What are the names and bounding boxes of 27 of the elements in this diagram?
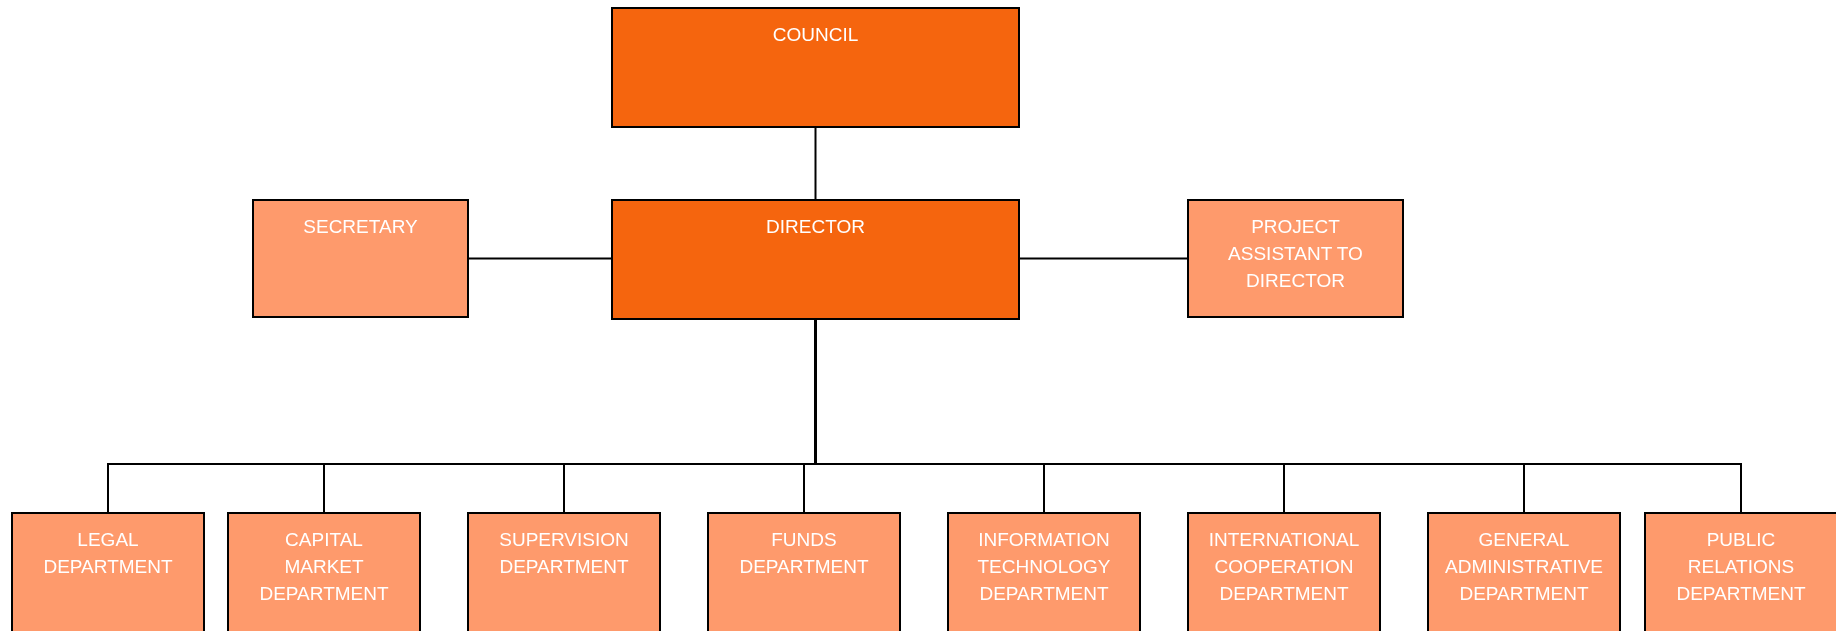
- department-box: [1644, 512, 1836, 631]
- box-label: CAPITAL MARKET DEPARTMENT: [258, 528, 390, 606]
- box-label: INFORMATION TECHNOLOGY DEPARTMENT: [976, 528, 1112, 606]
- box-label: INTERNATIONAL COOPERATION DEPARTMENT: [1207, 528, 1361, 606]
- connector-line: [1019, 257, 1188, 260]
- department-box: [11, 512, 205, 631]
- department-box: [1187, 512, 1381, 631]
- box-label: SUPERVISION DEPARTMENT: [498, 528, 630, 579]
- box-label: COUNCIL: [771, 23, 860, 47]
- box-label: LEGAL DEPARTMENT: [42, 528, 174, 579]
- executive-box: [611, 199, 1020, 320]
- connector-line: [814, 127, 817, 200]
- box-label: GENERAL ADMINISTRATIVE DEPARTMENT: [1444, 528, 1604, 606]
- connector-line: [468, 257, 612, 260]
- box-label: DIRECTOR: [765, 215, 866, 239]
- staff-box: [252, 199, 469, 318]
- staff-box: [1187, 199, 1404, 318]
- department-box: [707, 512, 901, 631]
- box-label: PUBLIC RELATIONS DEPARTMENT: [1675, 528, 1807, 606]
- department-box: [227, 512, 421, 631]
- box-label: PROJECT ASSISTANT TO DIRECTOR: [1227, 215, 1364, 293]
- executive-box: [611, 7, 1020, 128]
- department-box: [1427, 512, 1621, 631]
- department-box: [947, 512, 1141, 631]
- department-box: [467, 512, 661, 631]
- box-label: FUNDS DEPARTMENT: [738, 528, 870, 579]
- box-label: SECRETARY: [302, 215, 419, 239]
